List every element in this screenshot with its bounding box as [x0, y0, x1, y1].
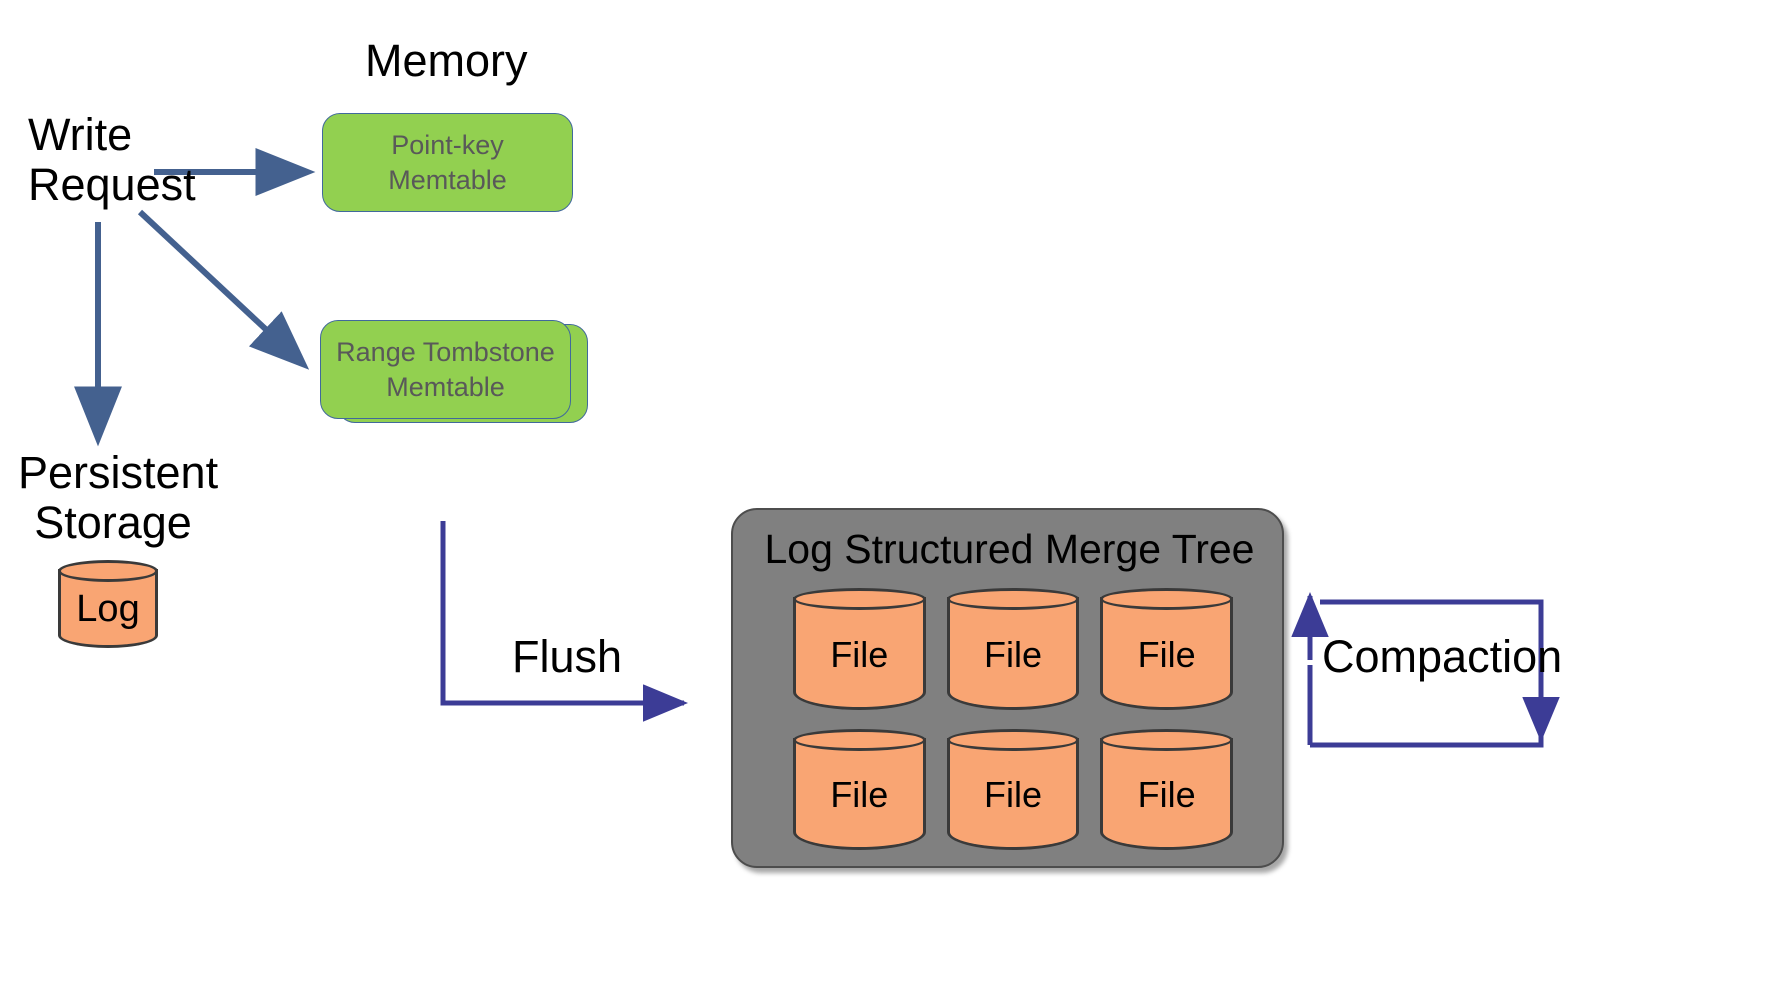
lsm-tree-container[interactable]: Log Structured Merge Tree File File File… [731, 508, 1284, 868]
range-tombstone-memtable-box[interactable]: Range Tombstone Memtable [320, 320, 571, 419]
cylinder-body [1100, 737, 1233, 850]
memory-label: Memory [365, 35, 528, 86]
cylinder-top-ellipse [793, 588, 926, 610]
cylinder-body [946, 737, 1080, 850]
lsm-tree-title: Log Structured Merge Tree [764, 526, 1255, 572]
cylinder-top-ellipse [946, 588, 1080, 610]
persistent-storage-line1: Persistent [18, 447, 219, 498]
file-cylinder[interactable]: File [946, 588, 1080, 710]
cylinder-top-ellipse [946, 728, 1080, 751]
write-request-line2: Request [28, 159, 196, 211]
cylinder-top-ellipse [793, 728, 926, 751]
file-cylinder-label: File [1137, 633, 1196, 675]
cylinder-top-ellipse [1100, 588, 1233, 610]
file-cylinder[interactable]: File [793, 728, 926, 850]
write-request-line1: Write [28, 109, 133, 160]
range-tombstone-memtable-line1: Range Tombstone [336, 336, 555, 367]
persistent-storage-line2: Storage [34, 497, 192, 549]
log-cylinder[interactable]: Log [58, 560, 158, 648]
file-cylinder-label: File [830, 633, 889, 675]
file-cylinder[interactable]: File [793, 588, 926, 710]
range-tombstone-memtable-line2: Memtable [386, 371, 505, 402]
compaction-label: Compaction [1322, 631, 1563, 682]
file-cylinder-label: File [830, 774, 889, 816]
file-cylinder[interactable]: File [1100, 588, 1233, 710]
cylinder-body [1100, 597, 1233, 710]
persistent-storage-label: Persistent Storage [18, 447, 219, 549]
arrow-write-to-range-tombstone-memtable [137, 209, 310, 370]
write-request-label: Write Request [28, 109, 196, 211]
file-cylinder[interactable]: File [946, 728, 1080, 850]
cylinder-body [946, 597, 1080, 710]
cylinder-body [793, 737, 926, 850]
cylinder-body [58, 569, 158, 648]
file-cylinder-label: File [983, 633, 1042, 675]
point-key-memtable-line2: Memtable [388, 164, 507, 195]
cylinder-top-ellipse [58, 560, 158, 582]
file-cylinder[interactable]: File [1100, 728, 1233, 850]
flush-label: Flush [512, 631, 623, 682]
lsm-file-grid: File File File File File [793, 588, 1233, 850]
point-key-memtable-box[interactable]: Point-key Memtable [322, 113, 573, 212]
cylinder-body [793, 597, 926, 710]
file-cylinder-label: File [1137, 774, 1196, 816]
point-key-memtable-line1: Point-key [391, 129, 504, 160]
log-cylinder-label: Log [76, 587, 140, 630]
file-cylinder-label: File [983, 774, 1042, 816]
cylinder-top-ellipse [1100, 728, 1233, 751]
